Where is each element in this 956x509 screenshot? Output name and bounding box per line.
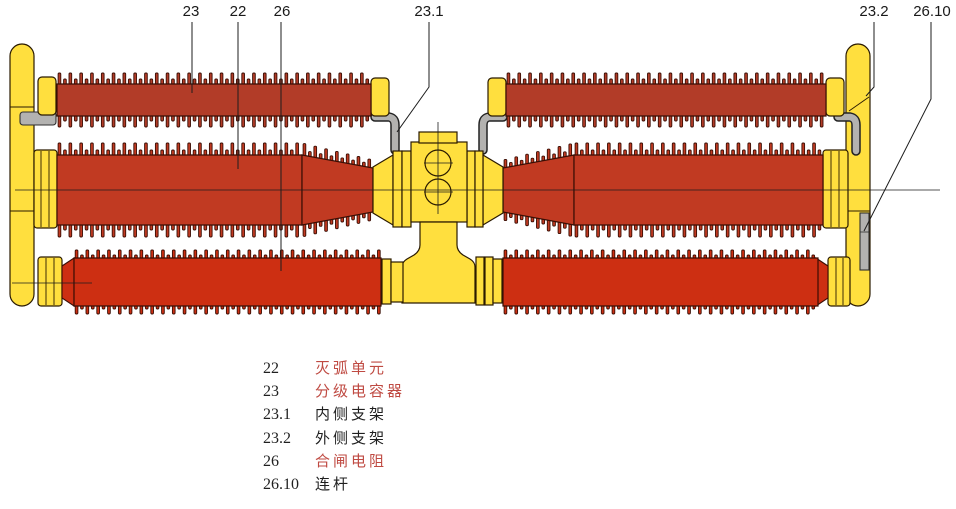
pedestal-disc-right: [475, 256, 485, 306]
callout-label: 26: [274, 3, 291, 20]
pedestal-arm-left: [381, 258, 392, 305]
legend-term: 合闸电阻: [315, 453, 388, 470]
connecting-rod: [859, 212, 870, 271]
legend-term: 连杆: [315, 476, 352, 493]
callout-23.2: 23.2: [859, 3, 889, 97]
callout-23.1: 23.1: [396, 3, 444, 133]
arc-unit-flange-right: [822, 149, 849, 229]
insulators-layer: [56, 72, 827, 315]
callout-label: 23.2: [859, 3, 888, 20]
legend-row: 23.1 内侧支架: [263, 403, 405, 426]
outer-bracket-left: [9, 43, 35, 307]
callout-22: 22: [230, 3, 247, 169]
legend-number: 23: [263, 383, 279, 401]
capacitor-end-caps: [37, 76, 845, 117]
legend-number: 26.10: [263, 475, 299, 493]
support-pedestal: [401, 221, 476, 304]
flange-disc: [401, 150, 412, 228]
callout-label: 23.1: [414, 3, 443, 20]
resistor-flange-right: [827, 256, 851, 307]
insulator-closing-resistor-left: [73, 249, 382, 315]
inner-bracket-center-right: [478, 112, 508, 155]
flange-disc: [474, 150, 484, 228]
legend: 22 灭弧单元 23 分级电容器 23.1 内侧支架 23.2 外侧支架 26 合闸电阻 26.10…: [263, 357, 405, 496]
legend-term: 灭弧单元: [315, 361, 388, 377]
callout-26.10: 26.10: [863, 3, 951, 232]
inner-bracket-right: [833, 112, 861, 156]
callouts-layer: 23 22 26 23.1 23.2 26.10: [183, 3, 951, 271]
flange-disc: [466, 150, 476, 228]
insulator-body: [502, 257, 819, 307]
insulator-body: [505, 83, 827, 117]
pedestal-disc-right: [492, 258, 503, 304]
callout-label: 22: [230, 3, 247, 20]
insulator-grading-capacitor-right: [505, 72, 827, 128]
legend-number: 26: [263, 452, 279, 470]
callout-26: 26: [274, 3, 291, 271]
legend-term: 分级电容器: [315, 384, 406, 401]
callout-leader-line: [863, 22, 932, 232]
callout-leader-line: [396, 22, 430, 133]
legend-term: 外侧支架: [315, 430, 388, 447]
insulator-body: [73, 257, 382, 307]
legend-number: 23.1: [263, 406, 291, 424]
legend-number: 23.2: [263, 429, 291, 447]
pedestal-disc-right: [484, 256, 494, 306]
inner-bracket-center-left: [370, 112, 400, 155]
insulator-body: [56, 83, 372, 117]
callout-23: 23: [183, 3, 200, 93]
callout-label: 23: [183, 3, 200, 20]
legend-row: 23.2 外侧支架: [263, 427, 405, 450]
resistor-flange-left: [37, 256, 63, 307]
insulator-grading-capacitor-left: [56, 72, 372, 128]
legend-term: 内侧支架: [315, 407, 388, 424]
callout-label: 26.10: [913, 3, 951, 20]
arc-unit-flange-left: [33, 149, 58, 229]
legend-number: 22: [263, 360, 279, 377]
flange-disc: [392, 150, 403, 228]
callout-leader-line: [865, 22, 875, 97]
insulator-closing-resistor-right: [502, 249, 819, 315]
legend-row: 23 分级电容器: [263, 380, 405, 403]
legend-row: 26.10 连杆: [263, 473, 405, 496]
legend-row: 22 灭弧单元: [263, 357, 405, 380]
pedestal-arm-left: [390, 261, 404, 303]
legend-row: 26 合闸电阻: [263, 450, 405, 473]
centerlines: [12, 122, 940, 284]
